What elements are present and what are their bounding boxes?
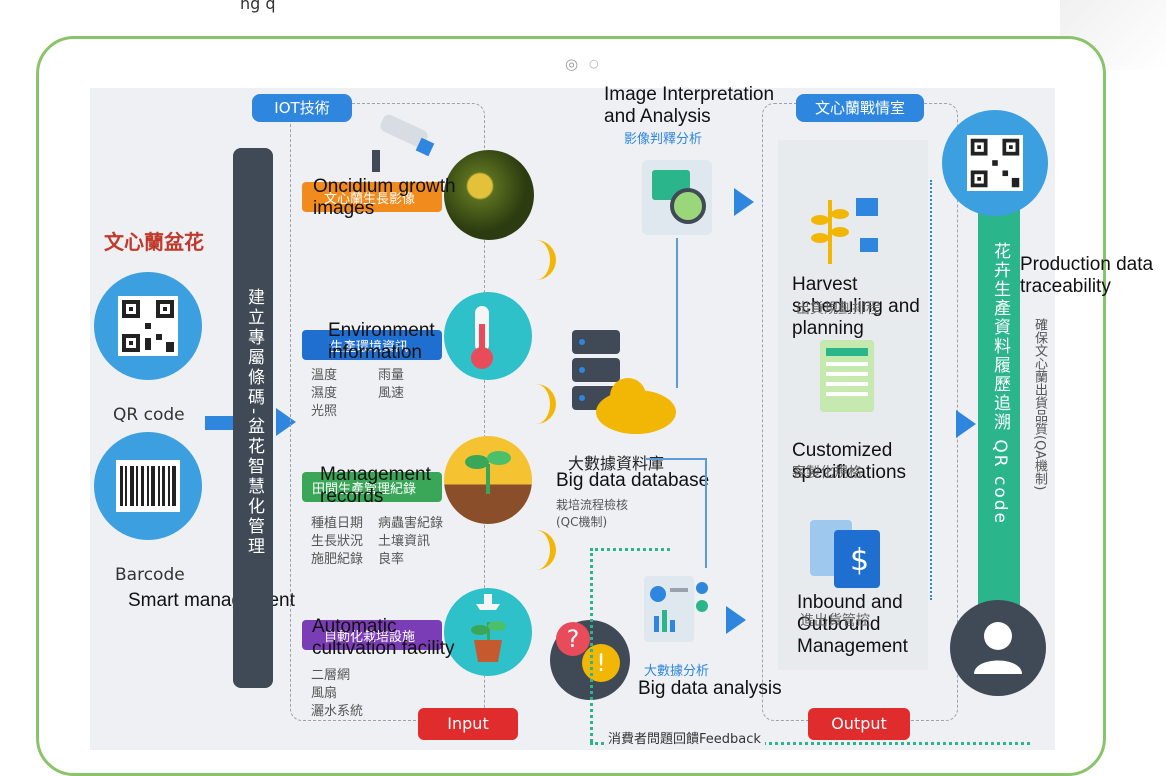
qa-side-text: 確保文心蘭出貨品質(QA機制)	[1032, 318, 1047, 491]
iot-item-band-2: 生產環境資訊	[302, 330, 442, 360]
mgmt-sub-5: 施肥紀錄	[311, 552, 364, 567]
svg-text:$: $	[850, 543, 869, 578]
env-sub-1: 溫度	[311, 368, 338, 383]
iot-item-en-2: Environment information	[328, 320, 435, 363]
output-pill: Output	[808, 708, 910, 740]
trace-green-bar: 花卉生產資料履歷追溯 QR code	[978, 200, 1020, 610]
trace-qr-code-icon	[967, 135, 1023, 191]
facility-sub-1: 二層網	[311, 668, 351, 683]
iot-item-zh-2: 生產環境資訊	[330, 340, 409, 355]
traceability-label: Production data traceability	[1020, 254, 1154, 297]
image-analysis-title: Image Interpretation and Analysis	[604, 84, 775, 127]
trace-qr-circle	[942, 110, 1048, 216]
sprinkler-circle	[444, 588, 532, 676]
spreadsheet-icon	[820, 340, 874, 412]
exclamation-icon: !	[582, 644, 620, 682]
db-up-line	[676, 238, 678, 388]
mgmt-sub-2: 病蟲害紀錄	[378, 516, 444, 531]
war-item-en-2: Customized specifications	[792, 440, 907, 483]
db-to-analysis-line-v	[705, 458, 707, 568]
db-to-analysis-line-h	[646, 458, 706, 460]
product-title: 文心蘭盆花	[104, 230, 204, 254]
thermometer-circle	[444, 292, 532, 380]
env-sub-2: 雨量	[378, 368, 405, 383]
mgmt-sub-6: 良率	[378, 552, 405, 567]
iot-item-zh-4: 自動化栽培設施	[324, 630, 416, 645]
input-pill: Input	[418, 708, 518, 740]
signal-icon-1	[528, 240, 556, 280]
trace-bar-text: 花卉生產資料履歷追溯 QR code	[990, 242, 1010, 525]
iot-item-zh-1: 文心蘭生長影像	[324, 192, 416, 207]
war-room-dotted-line	[930, 180, 932, 600]
smart-management-bar-text: 建立專屬條碼-盆花智慧化管理	[244, 288, 264, 558]
feedback-dotted-line-v	[590, 548, 593, 742]
feedback-label: 消費者問題回饋Feedback	[604, 728, 765, 747]
war-item-zh-2: 客製化規格	[792, 465, 862, 481]
top-marks: ng q	[240, 0, 276, 13]
env-sub-4: 風速	[378, 386, 405, 401]
smart-management-bar: 建立專屬條碼-盆花智慧化管理	[233, 148, 273, 688]
db-subtitle: 栽培流程檢核(QC機制)	[556, 498, 629, 529]
barcode-circle	[94, 432, 202, 540]
database-server-icon	[572, 330, 676, 434]
security-camera-icon	[372, 114, 435, 172]
iot-pill: IOT技術	[252, 94, 352, 122]
iot-item-band-4: 自動化栽培設施	[302, 620, 442, 650]
bar-to-iot-arrow	[276, 408, 296, 436]
barcode-label: Barcode	[115, 565, 185, 585]
iot-item-zh-3: 田間生產管理紀錄	[312, 482, 417, 497]
mgmt-sub-4: 土壤資訊	[378, 534, 431, 549]
big-data-analysis-icon	[644, 576, 708, 642]
user-icon	[974, 622, 1022, 674]
harvest-icon	[811, 198, 878, 264]
qr-label: QR code	[113, 405, 185, 425]
seedling-circle	[444, 436, 532, 524]
env-sub-5: 光照	[311, 404, 338, 419]
iot-container	[290, 103, 485, 721]
db-title-en: Big data database	[556, 470, 710, 491]
warroom-to-trace-arrow	[956, 410, 976, 438]
magnifier-icon	[670, 188, 706, 224]
mgmt-sub-3: 生長狀況	[311, 534, 364, 549]
signal-icon-3	[528, 530, 556, 570]
iot-item-band-1: 文心蘭生長影像	[302, 182, 442, 212]
iot-item-en-4: Automatic cultivation facility	[312, 616, 455, 659]
facility-sub-3: 灑水系統	[311, 704, 364, 719]
image-to-warroom-arrow	[734, 188, 754, 216]
camera-dot-small: ○	[589, 57, 599, 70]
consumer-avatar	[950, 600, 1046, 696]
facility-sub-2: 風扇	[311, 686, 338, 701]
image-analysis-icon	[642, 160, 712, 235]
question-icon: ?	[556, 622, 590, 656]
iot-item-band-3: 田間生產管理紀錄	[302, 472, 442, 502]
barcode-icon	[116, 460, 180, 512]
qr-code-icon	[118, 296, 178, 356]
mgmt-sub-1: 種植日期	[311, 516, 364, 531]
db-title-zh: 大數據資料庫	[568, 454, 665, 473]
sprinkler-plant-icon	[471, 594, 506, 662]
feedback-dotted-line-h	[590, 742, 1030, 745]
analysis-en: Big data analysis	[638, 678, 782, 699]
seedling-icon	[465, 451, 511, 494]
left-arrow-shaft	[205, 416, 235, 430]
iot-item-en-3: Management records	[320, 464, 431, 507]
war-item-en-1: Harvest scheduling and planning	[792, 274, 920, 339]
thermometer-icon	[471, 306, 493, 369]
feedback-dotted-line-top	[590, 548, 670, 551]
image-analysis-zh: 影像判釋分析	[624, 132, 703, 147]
env-sub-3: 濕度	[311, 386, 338, 401]
war-item-zh-1: 出貨規劃排程	[796, 301, 880, 317]
signal-icon-2	[528, 384, 556, 424]
war-room-pill: 文心蘭戰情室	[796, 94, 924, 122]
war-item-en-3: Inbound and Outbound Management	[797, 592, 908, 657]
war-item-zh-3: 進出貨管控	[800, 613, 870, 629]
dollar-doc-icon: $	[810, 520, 880, 588]
qr-circle	[94, 272, 202, 380]
analysis-to-warroom-arrow	[726, 606, 746, 634]
camera-dot: ◎	[565, 55, 579, 73]
iot-item-en-1: Oncidium growth images	[313, 176, 456, 219]
orchid-photo	[444, 150, 534, 240]
analysis-zh: 大數據分析	[644, 664, 710, 679]
